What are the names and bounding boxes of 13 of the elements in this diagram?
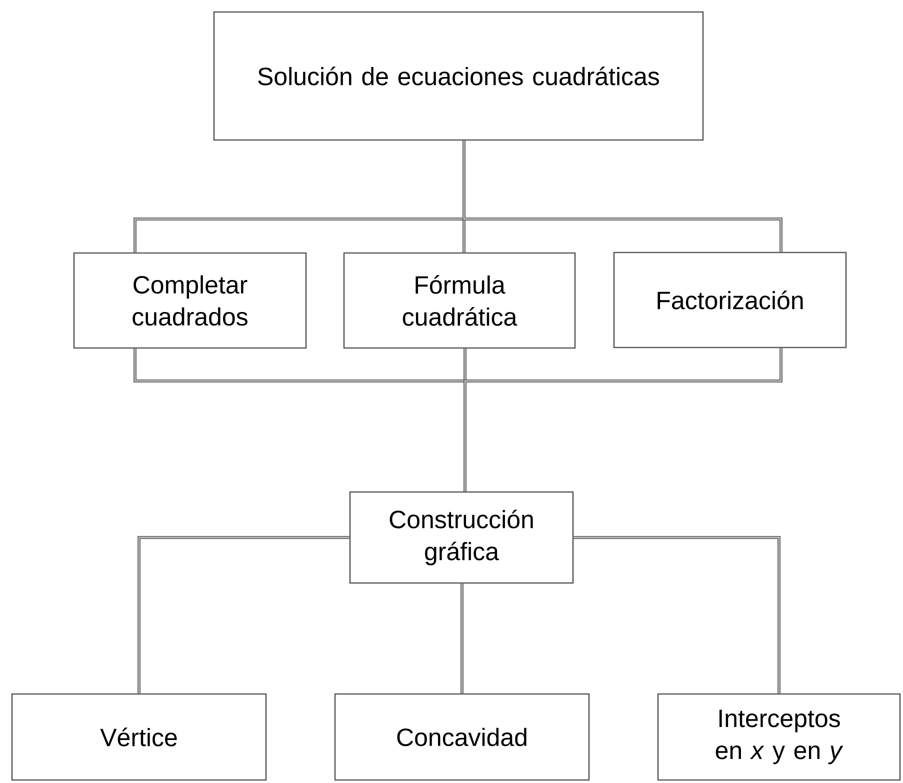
- concept-box: Vértice: [11, 693, 267, 781]
- concept-box: Solución de ecuaciones cuadráticas: [213, 11, 704, 141]
- concept-box: Completar cuadrados: [73, 252, 307, 349]
- concept-box: Interceptos en x y en y: [657, 693, 901, 781]
- concept-box: Construcción gráfica: [349, 491, 574, 584]
- concept-box: Fórmula cuadrática: [343, 252, 576, 349]
- connector-line: [464, 348, 782, 492]
- concept-box: Factorización: [613, 252, 847, 348]
- concept-box: Concavidad: [334, 693, 590, 781]
- connector-line: [462, 140, 782, 252]
- connector-line: [138, 536, 350, 694]
- connector-line: [460, 584, 464, 694]
- connector-line: [574, 536, 780, 694]
